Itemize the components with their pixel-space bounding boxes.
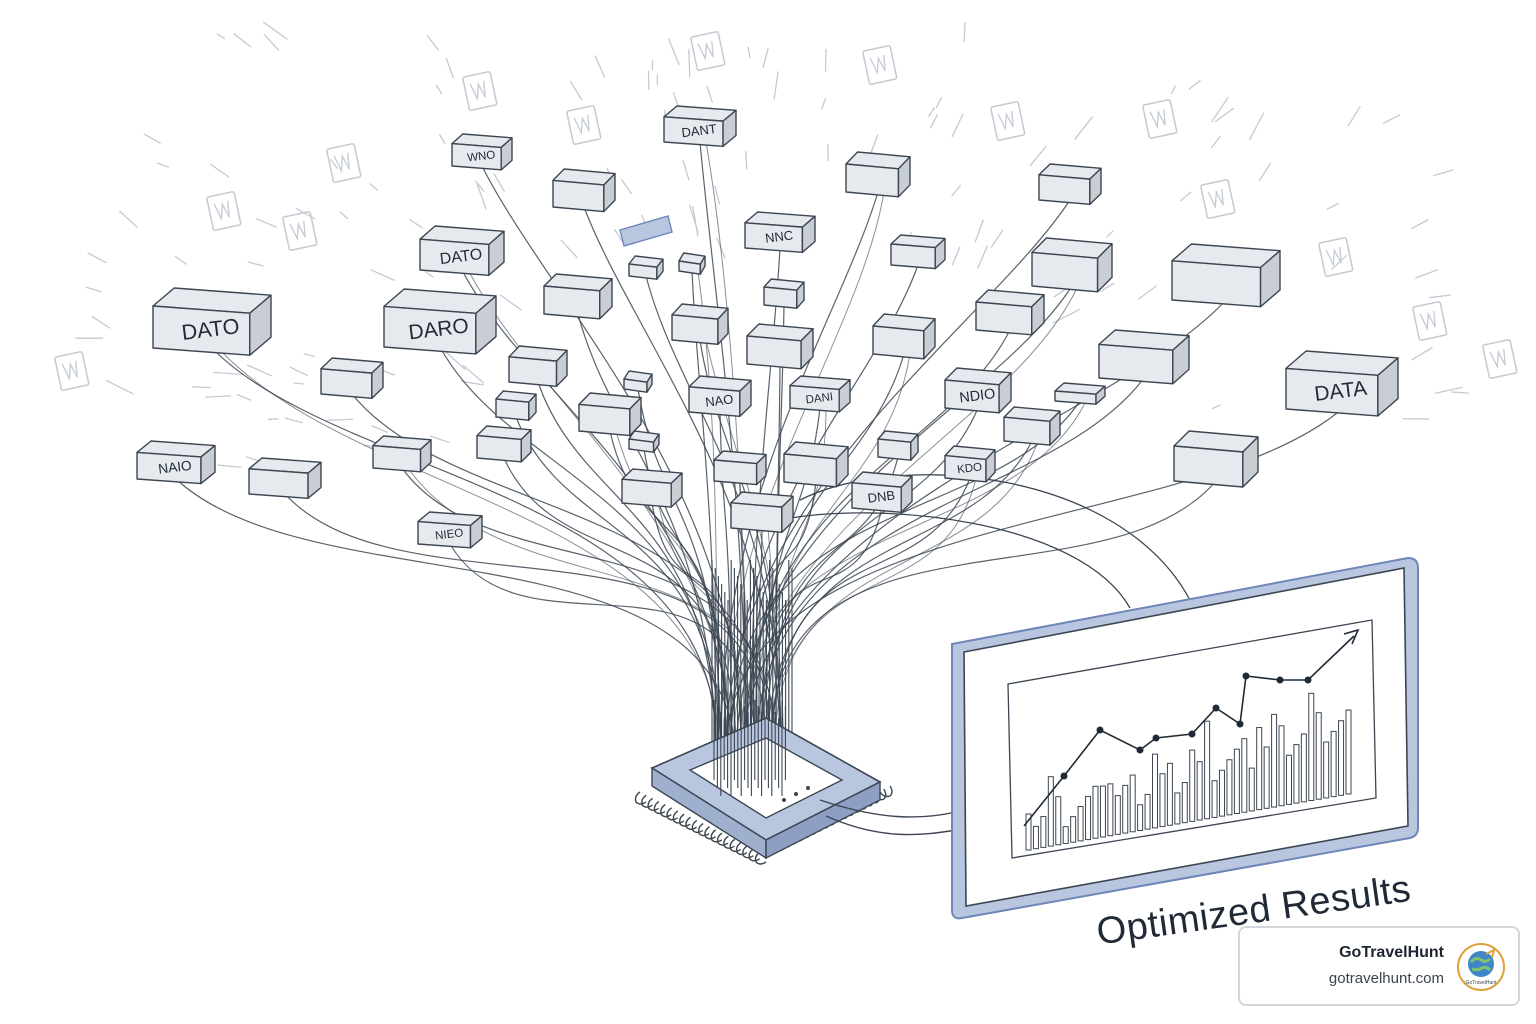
data-box <box>621 468 683 508</box>
data-box-label: NAO <box>704 391 734 409</box>
data-box <box>628 255 664 280</box>
data-box: DATA <box>1285 350 1399 417</box>
data-box: DATO <box>419 225 505 276</box>
data-box: DATO <box>152 287 272 356</box>
data-box: WNO <box>451 133 513 171</box>
watermark-badge[interactable]: GoTravelHunt gotravelhunt.com GoTravelHu… <box>1238 926 1520 1006</box>
data-box: NAO <box>688 375 752 418</box>
highlighted-slab <box>619 215 673 247</box>
globe-logo-icon: GoTravelHunt <box>1457 943 1505 991</box>
data-box <box>1003 406 1061 446</box>
data-box <box>783 441 849 488</box>
data-box <box>1171 243 1281 308</box>
data-box <box>495 390 537 421</box>
data-box <box>872 313 936 360</box>
data-box-label: NNC <box>764 227 794 245</box>
data-box <box>552 168 616 213</box>
data-box <box>1173 430 1259 488</box>
data-box <box>671 303 729 346</box>
data-box <box>628 430 660 453</box>
data-box <box>877 430 919 461</box>
data-box-label: DNB <box>867 487 896 505</box>
data-box-label: WNO <box>467 149 496 164</box>
data-box: NIEO <box>417 511 483 549</box>
data-box <box>746 323 814 370</box>
data-boxes: DATO DARO DATA DATO NAIO WNO DANT NNC NIEO DANI ND… <box>136 105 1399 549</box>
data-box: NDIO <box>944 367 1012 414</box>
data-box: DANT <box>663 105 737 148</box>
data-box-label: KDO <box>956 461 982 476</box>
data-box <box>1098 329 1190 385</box>
data-box <box>1054 382 1106 405</box>
data-box <box>713 450 767 486</box>
data-box-label: NDIO <box>959 386 997 406</box>
data-box <box>975 289 1045 336</box>
data-box: DANI <box>789 375 851 413</box>
data-box-label: NIEO <box>435 527 464 542</box>
data-box <box>578 392 642 437</box>
data-box <box>543 273 613 320</box>
data-box <box>248 457 322 500</box>
data-box <box>1038 163 1102 206</box>
data-box <box>1031 237 1113 293</box>
data-box <box>623 370 653 393</box>
data-box <box>320 357 384 400</box>
processor-chip <box>634 700 957 865</box>
data-box-label: DATO <box>439 246 483 268</box>
data-box: DARO <box>383 288 497 355</box>
data-box: NAIO <box>136 440 216 485</box>
data-box <box>508 345 568 388</box>
data-box: KDO <box>944 445 996 483</box>
data-box <box>730 491 794 534</box>
data-box-label: NAIO <box>157 458 192 477</box>
data-box <box>678 252 706 275</box>
data-box <box>845 151 911 198</box>
data-box <box>763 278 805 309</box>
watermark-url: gotravelhunt.com <box>1328 970 1444 987</box>
watermark-title: GoTravelHunt <box>1339 944 1444 961</box>
data-box <box>372 435 432 473</box>
data-box-label: DANI <box>805 391 834 406</box>
data-box <box>890 234 946 270</box>
svg-text:GoTravelHunt: GoTravelHunt <box>1466 980 1498 986</box>
data-box: NNC <box>744 211 816 254</box>
results-monitor <box>951 556 1419 920</box>
data-box <box>476 425 532 463</box>
data-box-label: DANT <box>681 121 718 140</box>
data-box: DNB <box>851 471 913 514</box>
